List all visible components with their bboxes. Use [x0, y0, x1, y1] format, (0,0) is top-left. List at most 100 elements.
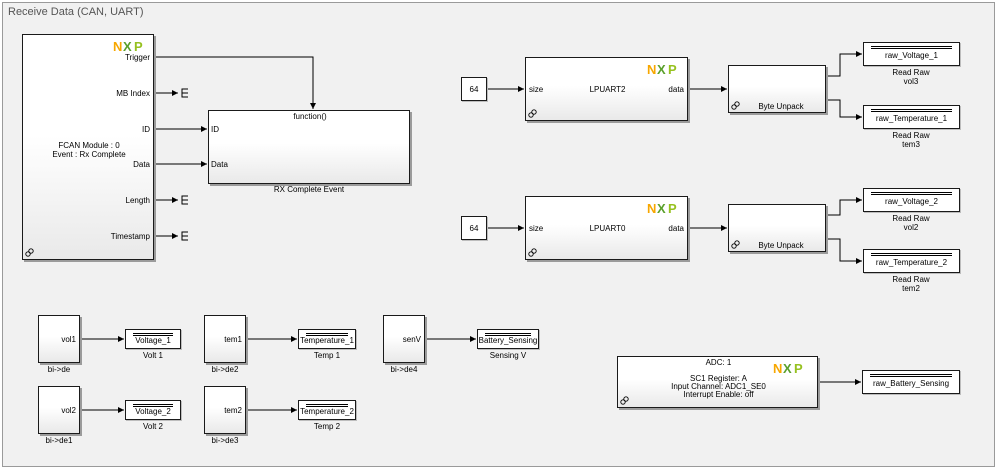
goto-tag: Battery_Sensing [478, 336, 538, 345]
subsystem-title: Receive Data (CAN, UART) [8, 6, 144, 18]
goto-block[interactable]: Voltage_1 [125, 329, 181, 349]
function-port-label: function() [293, 112, 327, 121]
conversion-name: bi->de3 [211, 436, 239, 445]
lpuart0-in-port: size [529, 224, 544, 233]
fcan-module-label: FCAN Module : 0 [58, 141, 120, 150]
lpuart2-in-port: size [529, 85, 544, 94]
goto-block[interactable]: raw_Voltage_1 [863, 42, 960, 66]
conversion-subsystem[interactable]: vol1 [38, 315, 80, 363]
conversion-subsystem[interactable]: tem2 [204, 386, 246, 434]
nxp-logo: N X P [773, 361, 803, 375]
svg-text:N: N [113, 39, 122, 53]
rx-complete-event-block[interactable]: function() ID Data [208, 110, 410, 184]
lpuart2-name: LPUART2 [589, 85, 626, 94]
goto-tag: Temperature_1 [300, 336, 354, 345]
svg-text:X: X [123, 39, 132, 53]
conversion-name: bi->de2 [211, 365, 239, 374]
trigger-line [154, 56, 316, 109]
lpuart2-block[interactable]: N X P size LPUART2 data [525, 57, 688, 121]
fcan-event-label: Event : Rx Complete [52, 150, 126, 159]
goto-name: Read Raw [892, 68, 930, 77]
rx-block-name: RX Complete Event [273, 185, 345, 194]
unpack2-vol-line [826, 51, 862, 77]
goto-tag: raw_Voltage_1 [885, 51, 938, 60]
port-data: Data [133, 160, 150, 169]
conversion-subsystem[interactable]: vol2 [38, 386, 80, 434]
goto-block[interactable]: Temperature_2 [298, 400, 356, 420]
link-icon [731, 101, 740, 110]
svg-text:P: P [134, 39, 143, 53]
lpuart2-out-port: data [668, 85, 684, 94]
link-icon [528, 248, 537, 257]
link-icon [528, 109, 537, 118]
terminator-icon [181, 88, 188, 98]
constant-value: 64 [469, 224, 479, 233]
goto-block[interactable]: raw_Voltage_2 [863, 188, 960, 212]
svg-text:N: N [647, 201, 656, 215]
goto-block[interactable]: raw_Temperature_1 [863, 105, 960, 129]
goto-name: vol2 [903, 223, 919, 232]
rx-input-id: ID [211, 125, 219, 134]
constant-block[interactable]: 64 [461, 77, 487, 101]
conversion-port: vol1 [61, 335, 76, 344]
svg-text:X: X [783, 361, 792, 375]
goto-block[interactable]: Battery_Sensing [477, 329, 539, 349]
goto-tag: raw_Temperature_1 [875, 114, 948, 123]
constant-value: 64 [469, 85, 479, 94]
goto-tag: raw_Voltage_2 [885, 197, 938, 206]
lpuart0-name: LPUART0 [589, 224, 626, 233]
nxp-logo: N X P [647, 201, 677, 215]
byte-unpack-label: Byte Unpack [758, 241, 804, 250]
conversion-port: vol2 [61, 406, 76, 415]
port-id: ID [142, 125, 150, 134]
conversion-port: tem1 [224, 335, 242, 344]
unpack0-tem-line [826, 238, 862, 264]
svg-text:P: P [668, 62, 677, 76]
goto-block[interactable]: raw_Temperature_2 [863, 249, 960, 273]
svg-text:P: P [794, 361, 803, 375]
goto-block[interactable]: raw_Battery_Sensing [862, 370, 960, 394]
adc-block[interactable]: N X P ADC: 1 SC1 Register: A Input Chann… [617, 356, 818, 408]
goto-name: Temp 2 [313, 422, 341, 431]
svg-text:X: X [657, 201, 666, 215]
goto-block[interactable]: Voltage_2 [125, 400, 181, 420]
goto-tag: raw_Battery_Sensing [872, 379, 950, 388]
byte-unpack-block[interactable]: Byte Unpack [728, 65, 826, 113]
conversion-name: bi->de4 [390, 365, 418, 374]
svg-text:N: N [647, 62, 656, 76]
goto-tag: Voltage_1 [135, 336, 171, 345]
svg-text:P: P [668, 201, 677, 215]
svg-text:X: X [657, 62, 666, 76]
goto-name: Volt 1 [142, 351, 164, 360]
lpuart0-out-port: data [668, 224, 684, 233]
conversion-name: bi->de [47, 365, 71, 374]
conversion-subsystem[interactable]: senV [383, 315, 425, 363]
goto-name: tem3 [902, 140, 920, 149]
constant-block[interactable]: 64 [461, 216, 487, 240]
goto-name: vol3 [903, 77, 919, 86]
rx-input-data: Data [211, 160, 228, 169]
goto-tag: raw_Temperature_2 [875, 258, 948, 267]
byte-unpack-block[interactable]: Byte Unpack [728, 204, 826, 252]
conversion-subsystem[interactable]: tem1 [204, 315, 246, 363]
goto-name: Read Raw [892, 275, 930, 284]
goto-tag: Temperature_2 [300, 407, 354, 416]
goto-name: tem2 [902, 284, 920, 293]
goto-name: Sensing V [489, 351, 527, 360]
terminator-icon [181, 195, 188, 205]
conversion-port: senV [402, 335, 421, 344]
lpuart0-block[interactable]: N X P size LPUART0 data [525, 196, 688, 260]
port-length: Length [125, 196, 150, 205]
unpack0-vol-line [826, 197, 862, 216]
nxp-logo: N X P [647, 62, 677, 76]
goto-block[interactable]: Temperature_1 [298, 329, 356, 349]
svg-text:N: N [773, 361, 782, 375]
goto-name: Read Raw [892, 131, 930, 140]
port-trigger: Trigger [124, 53, 150, 62]
link-icon [25, 248, 34, 257]
conversion-port: tem2 [224, 406, 242, 415]
fcan-block[interactable]: N X P Trigger MB Index ID Data Length Ti… [22, 34, 154, 260]
